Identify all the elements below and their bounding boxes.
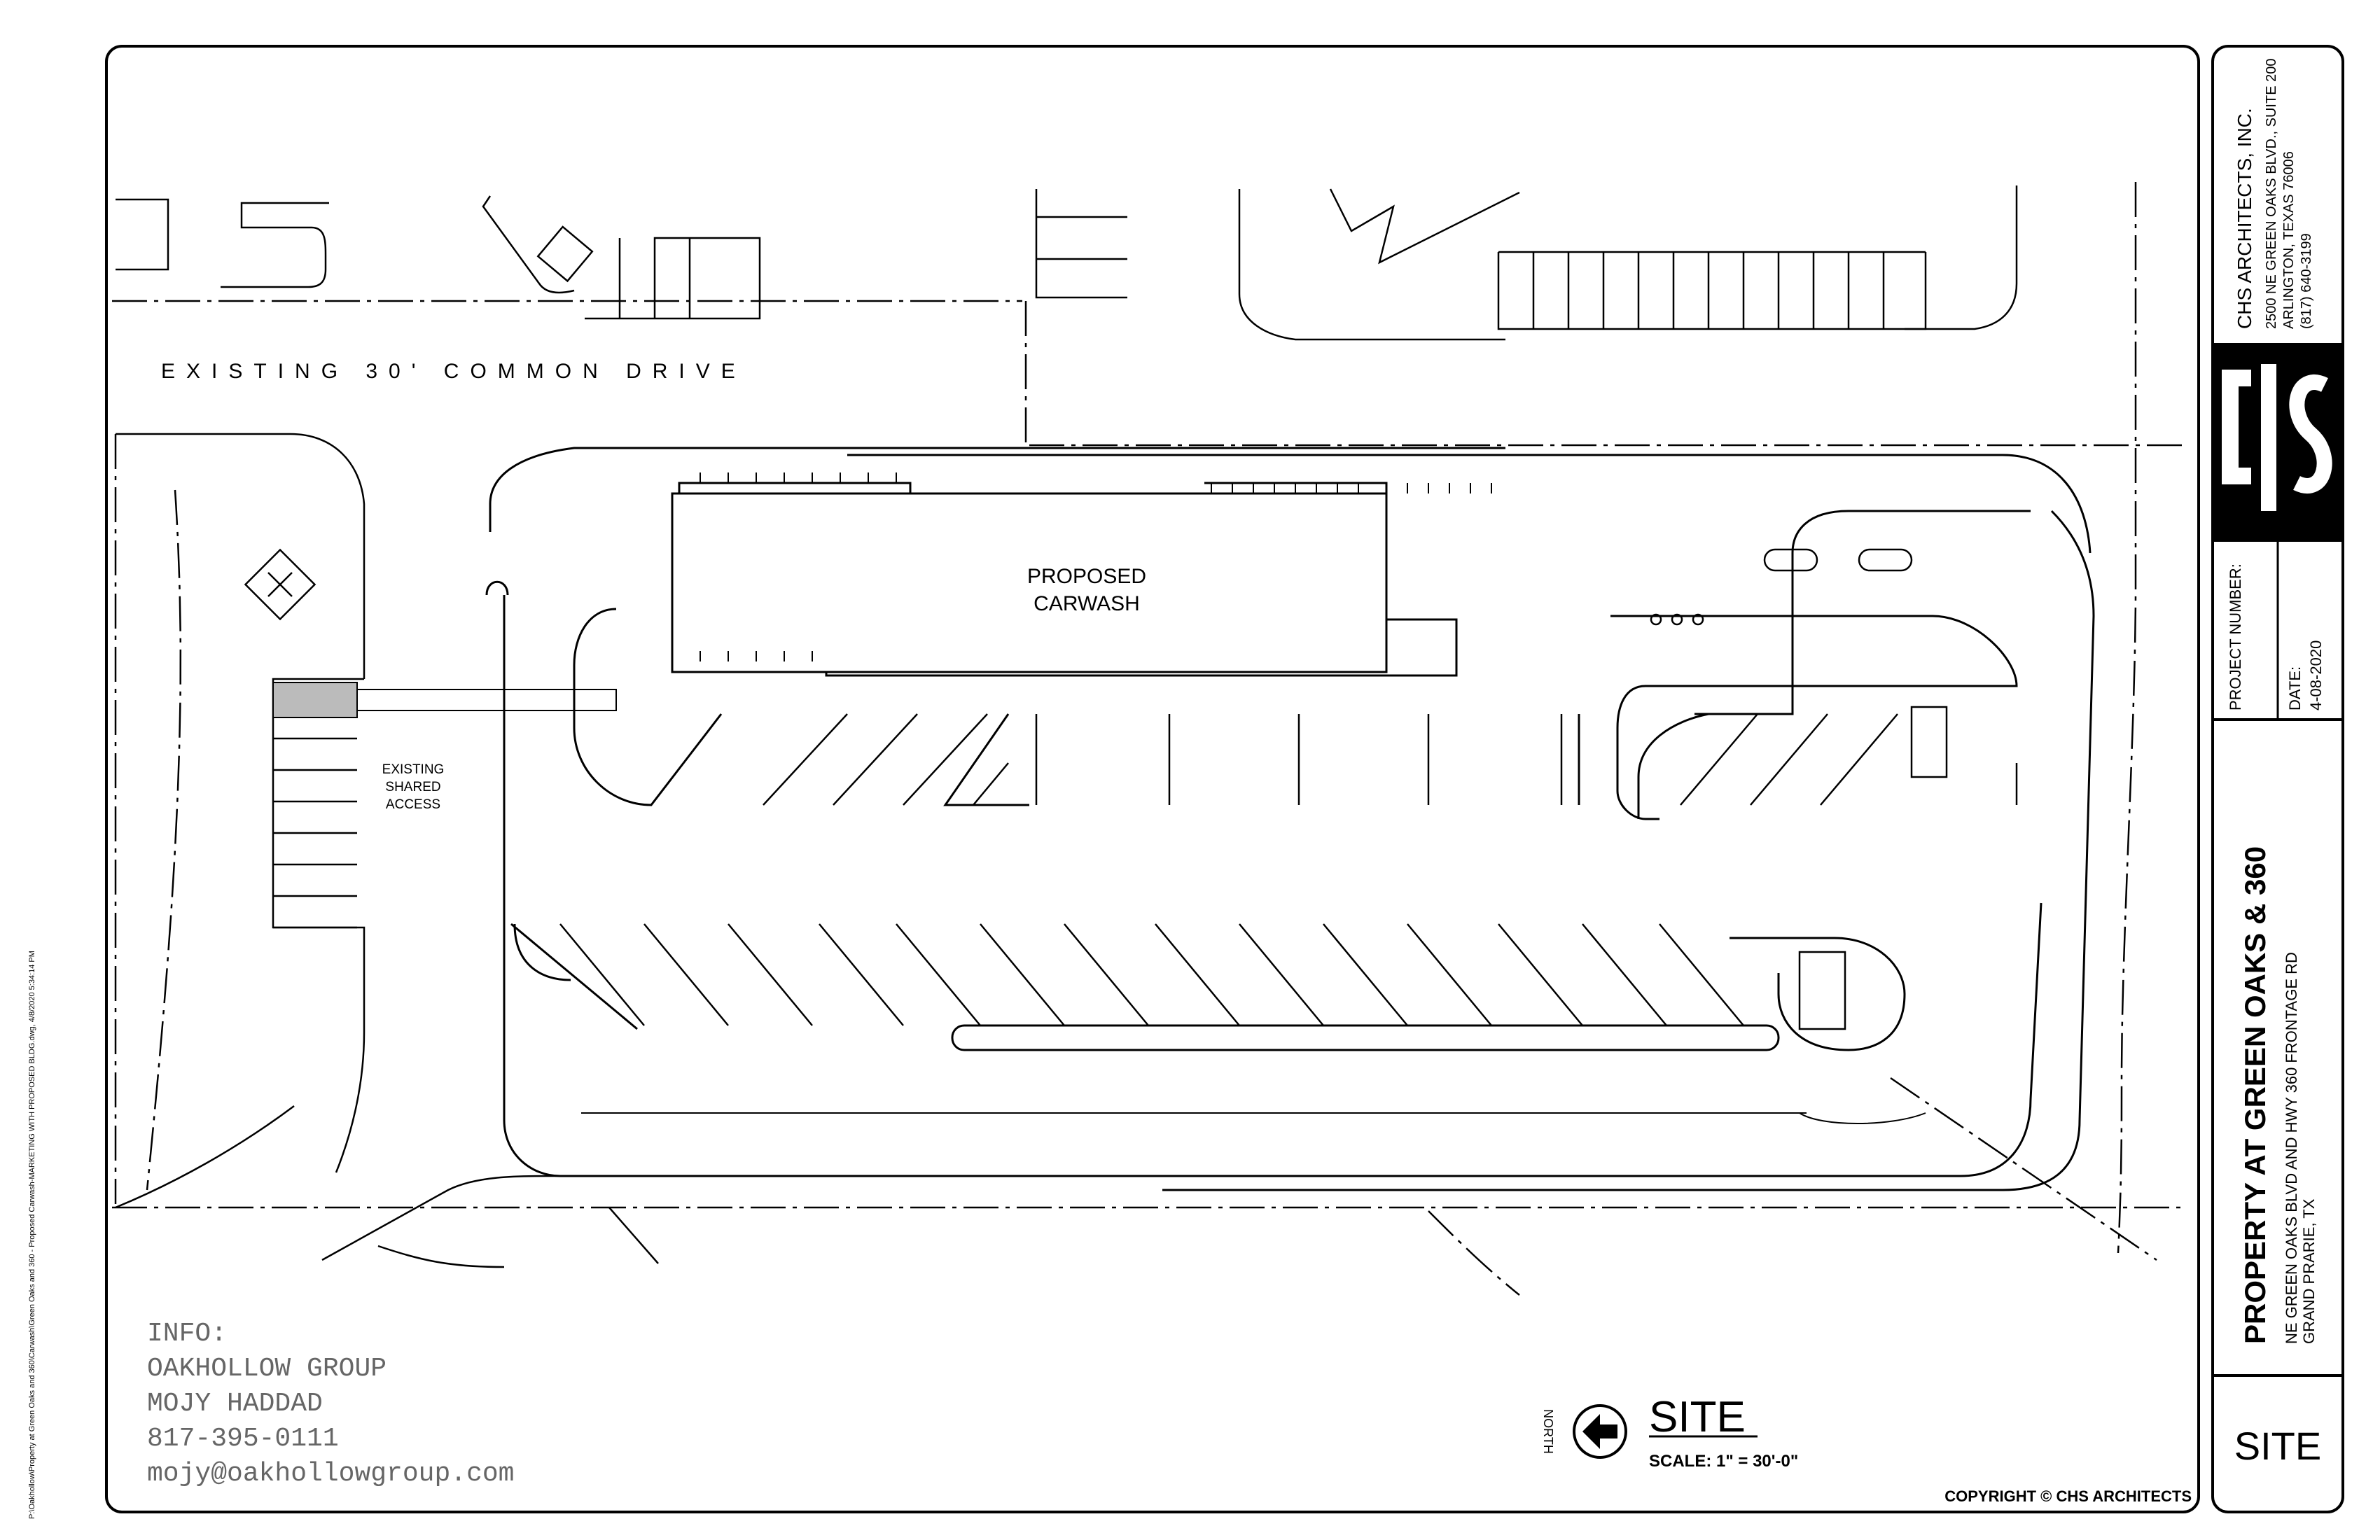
copyright: COPYRIGHT © CHS ARCHITECTS: [1944, 1488, 2192, 1505]
project-address-2: GRAND PRARIE, TX: [2300, 1198, 2318, 1344]
title-block-border: [2211, 45, 2344, 1513]
info-phone: 817-395-0111: [147, 1424, 339, 1454]
drawing-border: [105, 45, 2200, 1513]
access-label-2: SHARED: [385, 780, 440, 794]
project-address-1: NE GREEN OAKS BLVD AND HWY 360 FRONTAGE …: [2283, 952, 2300, 1344]
stall-stripes: [763, 713, 2018, 806]
date-label: DATE:: [2286, 666, 2304, 710]
common-drive-features: [116, 186, 2018, 341]
firm-name: CHS ARCHITECTS, INC.: [2234, 108, 2255, 329]
shared-access-area: [115, 433, 366, 1209]
firm-phone: (817) 640-3199: [2299, 233, 2314, 329]
carwash-building: [671, 482, 1458, 677]
firm-address-1: 2500 NE GREEN OAKS BLVD., SUITE 200: [2264, 59, 2279, 329]
building-mullions: [700, 472, 1492, 662]
hatched-crosswalk: [272, 682, 358, 718]
north-label: NORTH: [1541, 1409, 1555, 1454]
building-label-1: PROPOSED: [1027, 565, 1146, 588]
sheet-name: SITE: [2234, 1424, 2321, 1468]
common-drive-label: EXISTING 30' COMMON DRIVE: [161, 360, 746, 383]
project-title: PROPERTY AT GREEN OAKS & 360: [2239, 846, 2271, 1344]
parking-islands: [510, 608, 2018, 1051]
scale-label: SCALE: 1" = 30'-0": [1649, 1452, 1798, 1471]
property-lines: [112, 182, 2185, 1296]
date-value: 4-08-2020: [2307, 640, 2325, 710]
info-heading: INFO:: [147, 1319, 227, 1349]
access-label-1: EXISTING: [382, 762, 445, 777]
firm-address-2: ARLINGTON, TEXAS 76006: [2281, 151, 2297, 329]
info-email: mojy@oakhollowgroup.com: [147, 1459, 515, 1489]
pay-stations: [1650, 548, 1948, 1030]
street-features: [321, 1175, 1849, 1268]
info-company: OAKHOLLOW GROUP: [147, 1354, 387, 1384]
site-curbs: [485, 447, 2095, 1191]
project-number-label: PROJECT NUMBER:: [2227, 564, 2244, 710]
chs-logo: [2214, 343, 2341, 539]
info-contact: MOJY HADDAD: [147, 1389, 323, 1419]
site-title: SITE: [1649, 1393, 1746, 1441]
access-label-3: ACCESS: [386, 797, 440, 812]
north-arrow-icon: [1573, 1404, 1627, 1459]
walkway: [356, 689, 617, 711]
angled-stall-stripes: [559, 923, 1744, 1026]
building-label-2: CARWASH: [1034, 592, 1140, 615]
